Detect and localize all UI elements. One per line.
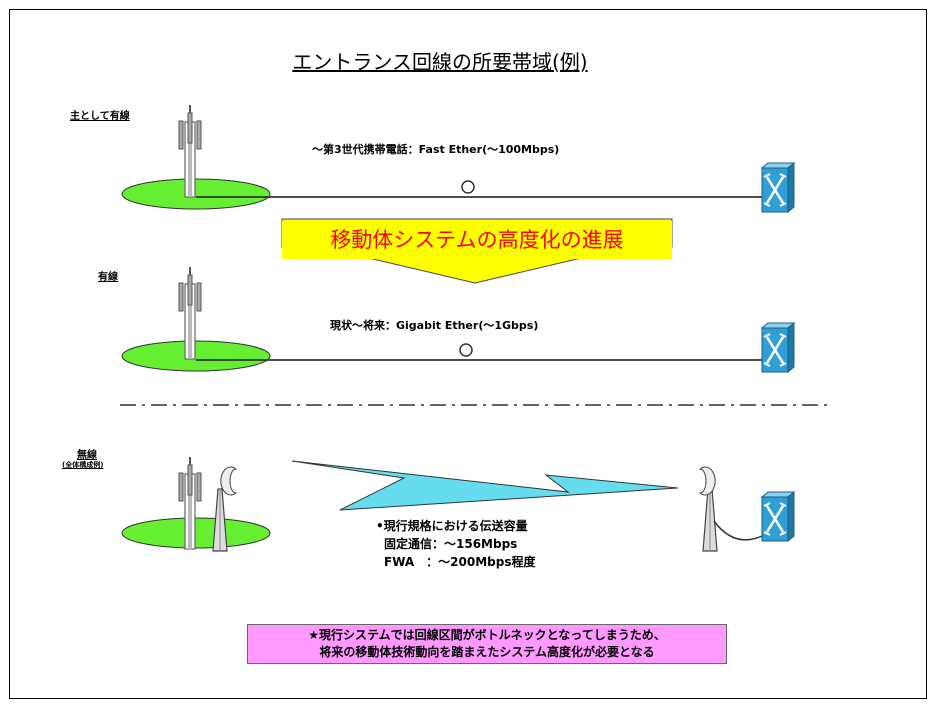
note-box: ★現行システムでは回線区間がボトルネックとなってしまうため、 将来の移動体技術動…: [247, 624, 727, 664]
coverage-ellipse-2: [121, 340, 271, 372]
link-node-2: [459, 343, 473, 357]
coverage-ellipse-3: [121, 517, 271, 549]
section-label-wired-mainly: 主として有線: [70, 111, 130, 122]
link-text-gigabit-ether: 現状～将来：Gigabit Ether(～1Gbps): [330, 319, 539, 332]
capacity-block: •現行規格における伝送容量 固定通信：～156Mbps FWA ：～200Mbp…: [376, 517, 536, 571]
page-title: エントランス回線の所要帯域(例): [292, 50, 588, 74]
capacity-title: •現行規格における伝送容量: [376, 519, 528, 533]
row-wireless: [121, 456, 796, 552]
microwave-tower-left: [212, 488, 228, 552]
section-label-wired: 有線: [98, 272, 118, 283]
row-wired-mainly: [121, 104, 796, 214]
lightning-bolt: [291, 460, 679, 511]
note-line-2: 将来の移動体技術動向を踏まえたシステム高度化が必要となる: [319, 645, 655, 659]
row-wired: [121, 266, 796, 374]
section-label-wireless: 無線: [77, 450, 97, 461]
switch-icon-1: [760, 161, 796, 214]
cable-line: [713, 520, 763, 541]
link-text-fast-ether: ～第3世代携帯電話：Fast Ether(～100Mbps): [312, 143, 560, 156]
capacity-line-fwa: FWA ：～200Mbps程度: [384, 555, 536, 569]
note-line-1: ★現行システムでは回線区間がボトルネックとなってしまうため、: [308, 628, 666, 642]
dish-icon-left: [220, 466, 238, 496]
evolution-arrow-label: 移動体システムの高度化の進展: [282, 221, 672, 259]
capacity-line-fixed: 固定通信：～156Mbps: [384, 537, 518, 551]
switch-icon-3: [760, 490, 796, 543]
section-sublabel-wireless: (全体構成例): [62, 461, 104, 469]
link-node-1: [461, 180, 475, 194]
microwave-tower-right: [702, 488, 718, 552]
coverage-ellipse-1: [121, 178, 271, 210]
switch-icon-2: [760, 321, 796, 374]
dish-icon-right: [698, 466, 716, 496]
slide-frame: [9, 9, 927, 699]
